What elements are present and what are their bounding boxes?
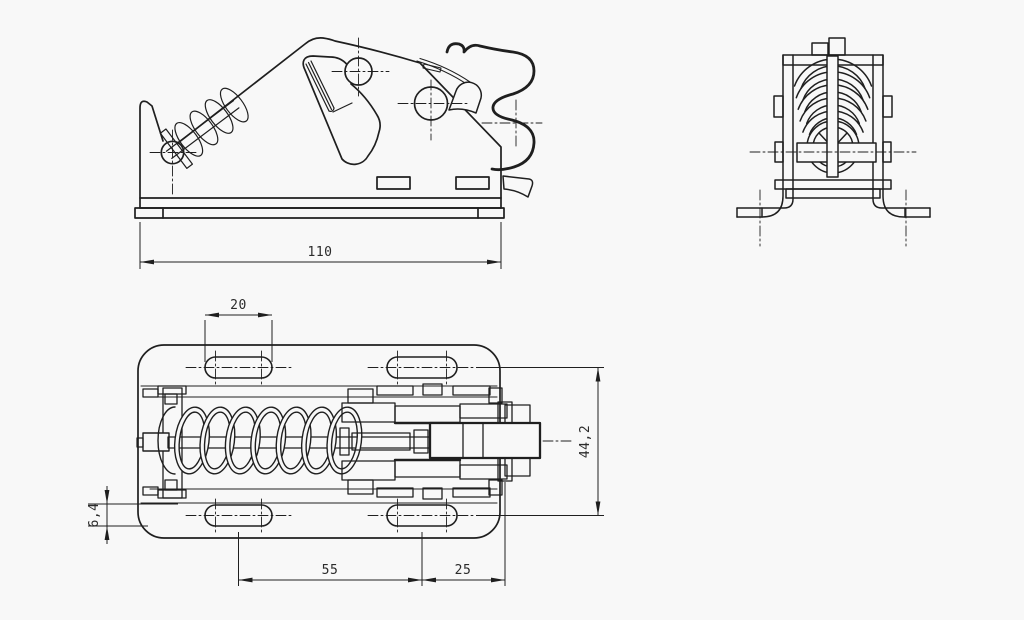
arrowhead bbox=[140, 259, 154, 265]
right-plate-outer bbox=[882, 54, 931, 218]
arrowhead bbox=[238, 577, 253, 583]
cam-slot bbox=[305, 60, 353, 113]
rod-end-tab bbox=[142, 432, 170, 452]
latch-mechanism bbox=[339, 383, 531, 500]
dimension-overall-length: 110 bbox=[139, 222, 502, 269]
arrowhead bbox=[422, 577, 436, 583]
dimension-slot-spacing: 55 25 bbox=[238, 482, 506, 586]
latch-bolt bbox=[428, 421, 542, 460]
arrowhead bbox=[487, 259, 501, 265]
dimension-label-55: 55 bbox=[322, 563, 339, 578]
bent-tab bbox=[502, 175, 534, 198]
dimension-label-6-4: 6,4 bbox=[87, 503, 102, 528]
body-left-edge bbox=[139, 100, 164, 199]
rod-end-stub bbox=[136, 437, 144, 448]
side-view bbox=[134, 37, 543, 219]
base-plate-lower bbox=[134, 207, 505, 219]
base-cutout-left bbox=[376, 176, 411, 190]
top-tab-right bbox=[828, 37, 846, 56]
cam-lever bbox=[302, 55, 381, 166]
left-plate-inner bbox=[736, 54, 794, 209]
hook-profile bbox=[445, 42, 536, 172]
end-view-centerlines bbox=[749, 151, 917, 247]
arrowhead bbox=[595, 367, 601, 382]
side-tab bbox=[773, 95, 784, 118]
dimension-label-20: 20 bbox=[230, 298, 247, 313]
body-slope bbox=[177, 37, 502, 199]
dimension-edge-offset: 6,4 bbox=[87, 486, 178, 544]
base-cutout-right bbox=[455, 176, 490, 190]
arrowhead bbox=[408, 577, 422, 583]
end-view bbox=[736, 37, 931, 247]
dimension-label-44-2: 44,2 bbox=[578, 425, 593, 458]
plan-view bbox=[136, 344, 573, 539]
side-tab bbox=[882, 95, 893, 118]
arrowhead bbox=[205, 312, 219, 318]
dimension-label-25: 25 bbox=[455, 563, 472, 578]
top-tab-left bbox=[811, 42, 829, 56]
side-view-centerlines bbox=[149, 37, 543, 197]
arrowhead bbox=[595, 501, 601, 516]
arrowhead bbox=[258, 312, 272, 318]
coil-spring bbox=[157, 406, 363, 475]
right-plate-inner bbox=[872, 54, 931, 209]
dimension-slot-length: 20 bbox=[204, 298, 273, 362]
arrowhead bbox=[104, 490, 110, 504]
arrowhead bbox=[104, 526, 110, 540]
plate-bend-lines bbox=[140, 385, 498, 504]
lower-band-2 bbox=[785, 188, 881, 199]
dimension-label-110: 110 bbox=[308, 245, 333, 260]
dimension-overall-width: 44,2 bbox=[476, 367, 604, 516]
release-spring bbox=[159, 87, 249, 169]
arrowhead bbox=[491, 577, 505, 583]
latch-lobe bbox=[448, 81, 483, 114]
plan-view-centerlines bbox=[185, 350, 573, 533]
center-rod bbox=[826, 55, 839, 178]
